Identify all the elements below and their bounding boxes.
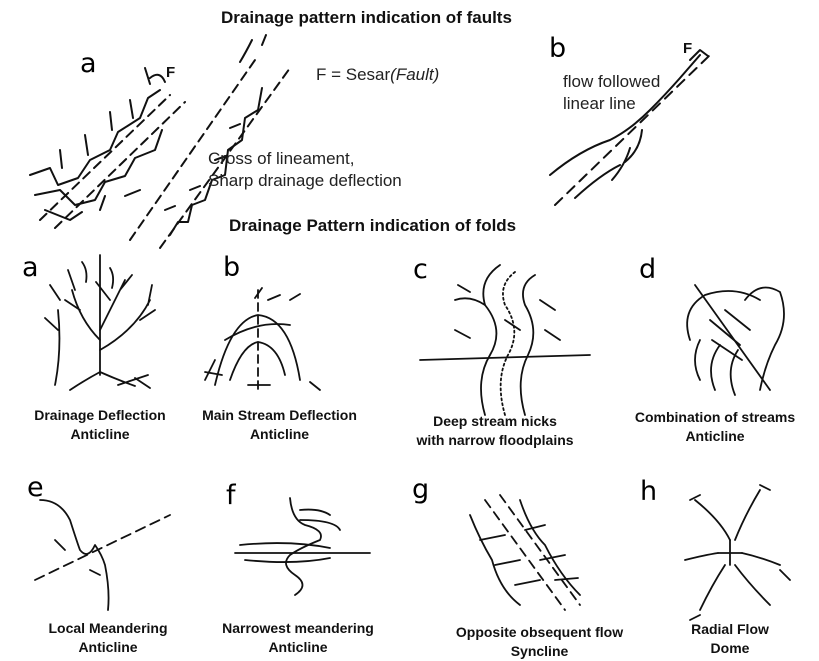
fold-e-caption-line1: Local Meandering [18,619,198,638]
fold-e-caption: Local Meandering Anticline [18,619,198,657]
fold-b-caption: Main Stream Deflection Anticline [182,406,377,444]
fold-c-caption-line1: Deep stream nicks [400,412,590,431]
fold-h-caption: Radial Flow Dome [670,620,790,658]
fault-b-note: flow followed linear line [563,71,660,115]
fault-a-note: Cross of lineament, Sharp drainage defle… [208,148,402,192]
fold-c-caption-line2: with narrow floodplains [400,431,590,450]
fold-f-caption-line1: Narrowest meandering [203,619,393,638]
fold-a-sketch [45,255,155,390]
fault-a-f-label: F [166,64,175,81]
fold-f-caption-line2: Anticline [203,638,393,657]
fault-legend-italic: (Fault) [390,65,439,84]
fold-c-sketch [420,265,590,415]
fault-b-f-label: F [683,40,692,57]
fold-d-caption-line2: Anticline [620,427,810,446]
fold-a-caption-line1: Drainage Deflection [5,406,195,425]
fold-c-caption: Deep stream nicks with narrow floodplain… [400,412,590,450]
fold-h-caption-line2: Dome [670,639,790,658]
fold-f-caption: Narrowest meandering Anticline [203,619,393,657]
fold-a-caption-line2: Anticline [5,425,195,444]
fault-legend: F = Sesar(Fault) [316,64,439,86]
fold-g-sketch [470,495,580,610]
fold-f-letter: f [226,482,236,509]
fold-g-caption-line1: Opposite obsequent flow [432,623,647,642]
fold-b-caption-line1: Main Stream Deflection [182,406,377,425]
fold-f-sketch [235,498,370,595]
fault-legend-prefix: F = Sesar [316,65,390,84]
fold-e-letter: e [27,474,44,501]
fold-g-letter: g [412,476,429,503]
fold-b-letter: b [223,254,240,281]
fault-a-note-line2: Sharp drainage deflection [208,170,402,192]
fault-a-note-line1: Cross of lineament, [208,148,402,170]
fold-d-caption-line1: Combination of streams [620,408,810,427]
fold-c-letter: c [413,256,428,283]
fold-h-caption-line1: Radial Flow [670,620,790,639]
fold-h-sketch [685,485,790,620]
fold-h-letter: h [640,478,657,505]
fault-b-note-line2: linear line [563,93,660,115]
fold-a-letter: a [22,254,39,281]
fault-b-letter: b [549,35,566,62]
fold-a-caption: Drainage Deflection Anticline [5,406,195,444]
fold-g-caption-line2: Syncline [432,642,647,661]
fold-g-caption: Opposite obsequent flow Syncline [432,623,647,661]
fault-b-note-line1: flow followed [563,71,660,93]
fault-a-letter: a [80,50,97,77]
fold-e-caption-line2: Anticline [18,638,198,657]
fold-e-sketch [35,500,170,610]
fold-b-sketch [205,288,320,390]
fold-d-sketch [687,285,784,395]
fold-d-letter: d [639,256,656,283]
fold-b-caption-line2: Anticline [182,425,377,444]
faults-heading: Drainage pattern indication of faults [221,8,512,28]
folds-heading: Drainage Pattern indication of folds [229,216,516,236]
fold-d-caption: Combination of streams Anticline [620,408,810,446]
